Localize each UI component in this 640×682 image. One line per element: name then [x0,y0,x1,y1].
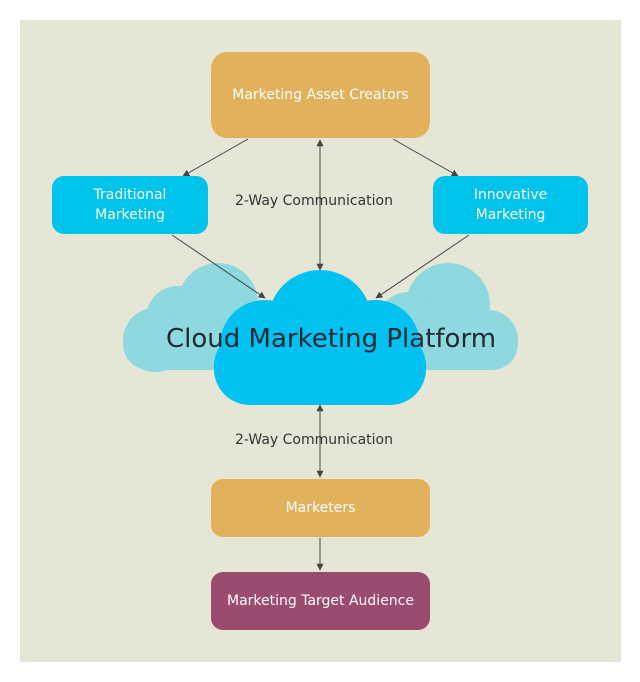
node-marketing-target-audience: Marketing Target Audience [211,572,430,630]
node-marketing-asset-creators: Marketing Asset Creators [211,52,430,138]
node-cloud-marketing-platform: Cloud Marketing Platform [166,324,497,354]
node-marketers: Marketers [211,479,430,537]
node-traditional-marketing: Traditional Marketing [52,176,208,234]
arrow-creators-to-traditional [182,138,249,177]
arrow-innovative-to-platform [375,234,470,299]
arrow-traditional-to-platform [171,234,266,299]
arrow-creators-to-innovative [392,138,459,177]
node-innovative-marketing: Innovative Marketing [433,176,588,234]
label-2way-communication-bottom: 2-Way Communication [235,432,393,448]
cloud-main [214,270,426,405]
label-2way-communication-top: 2-Way Communication [235,193,393,209]
